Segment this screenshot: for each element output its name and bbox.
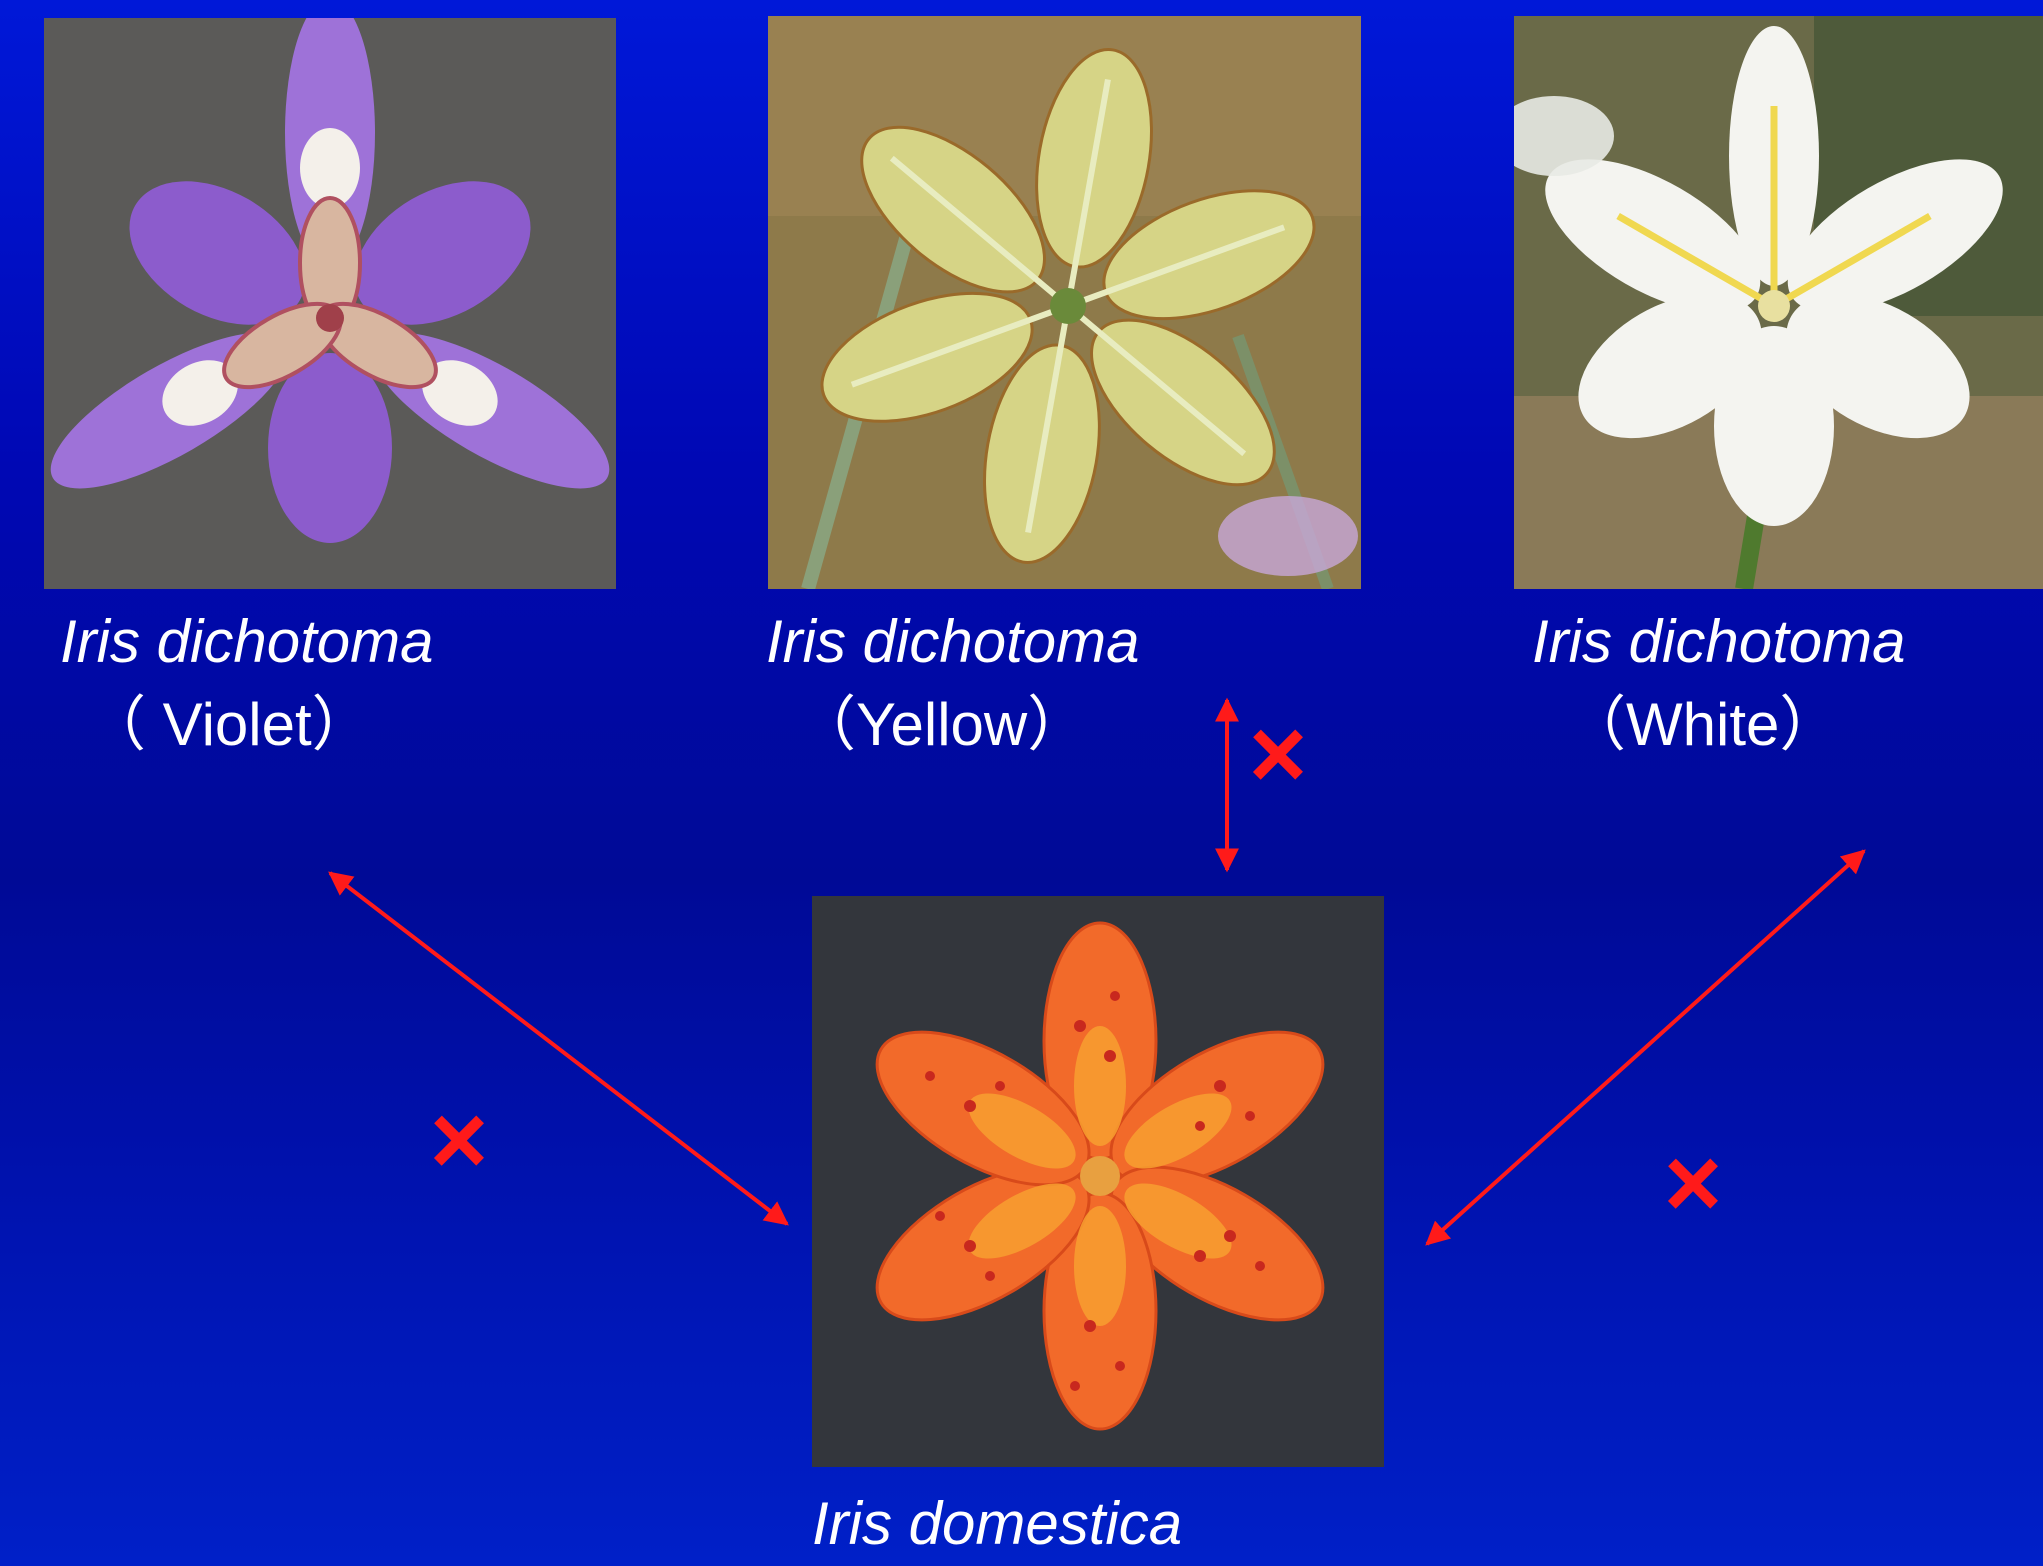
cross-marker-yellow: × [1249,698,1307,810]
arrow-violet-to-orange [330,873,787,1224]
arrow-white-to-orange [1427,851,1864,1244]
cross-marker-violet: × [430,1084,488,1196]
cross-marker-white: × [1664,1127,1722,1239]
